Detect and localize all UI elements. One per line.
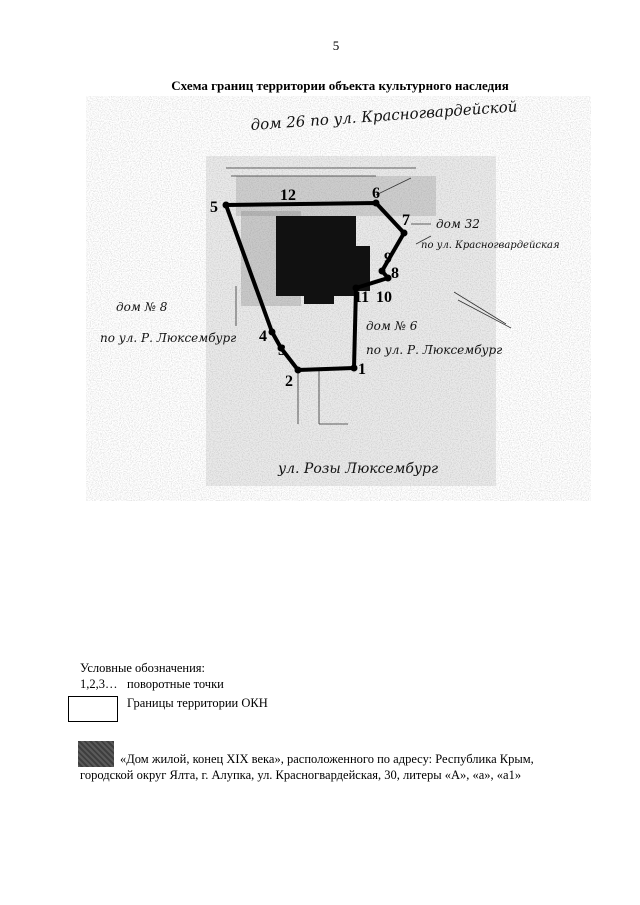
point-label: 7 <box>402 212 410 229</box>
point-label: 9 <box>384 250 392 267</box>
map-scan-background <box>86 96 591 501</box>
label-house-8-street: по ул. Р. Люксембург <box>100 331 236 345</box>
point-label: 2 <box>285 373 293 390</box>
legend-object-description: «Дом жилой, конец XIX века», расположенн… <box>120 752 534 766</box>
point-label: 12 <box>280 187 296 204</box>
heritage-building <box>276 216 370 304</box>
label-house-32: дом 32 <box>436 217 480 231</box>
point-label: 3 <box>278 342 286 359</box>
label-house-8: дом № 8 <box>116 300 168 314</box>
point-label: 10 <box>376 289 392 306</box>
turning-point-labels: 1 2 3 4 5 6 7 8 9 10 11 12 <box>210 185 410 390</box>
legend-object-swatch <box>78 741 114 767</box>
legend-border-text: Границы территории ОКН <box>127 696 268 710</box>
turning-points <box>222 199 408 374</box>
survey-lines <box>226 167 512 425</box>
label-house-6: дом № 6 <box>366 319 418 333</box>
legend-border-swatch <box>68 696 118 722</box>
point-label: 5 <box>210 199 218 216</box>
legend-title: Условные обозначения: <box>80 661 206 675</box>
scheme-title: Схема границ территории объекта культурн… <box>171 78 509 93</box>
label-street: ул. Розы Люксембург <box>277 461 438 477</box>
point-label: 11 <box>354 289 369 306</box>
boundary-scheme: 1 2 3 4 5 6 7 8 9 10 11 12 дом 26 по ул.… <box>86 96 591 501</box>
point-label: 8 <box>391 265 399 282</box>
legend-object-address: городской округ Ялта, г. Алупка, ул. Кра… <box>80 768 522 782</box>
page-number: 5 <box>332 38 340 53</box>
label-house-32-street: по ул. Красногвардейская <box>421 240 560 251</box>
point-label: 6 <box>372 185 380 202</box>
legend-points-text: поворотные точки <box>127 677 224 691</box>
legend-points-code: 1,2,3… <box>80 677 118 691</box>
point-label: 1 <box>358 361 366 378</box>
point-label: 4 <box>259 328 267 345</box>
label-house-6-street: по ул. Р. Люксембург <box>366 343 502 357</box>
